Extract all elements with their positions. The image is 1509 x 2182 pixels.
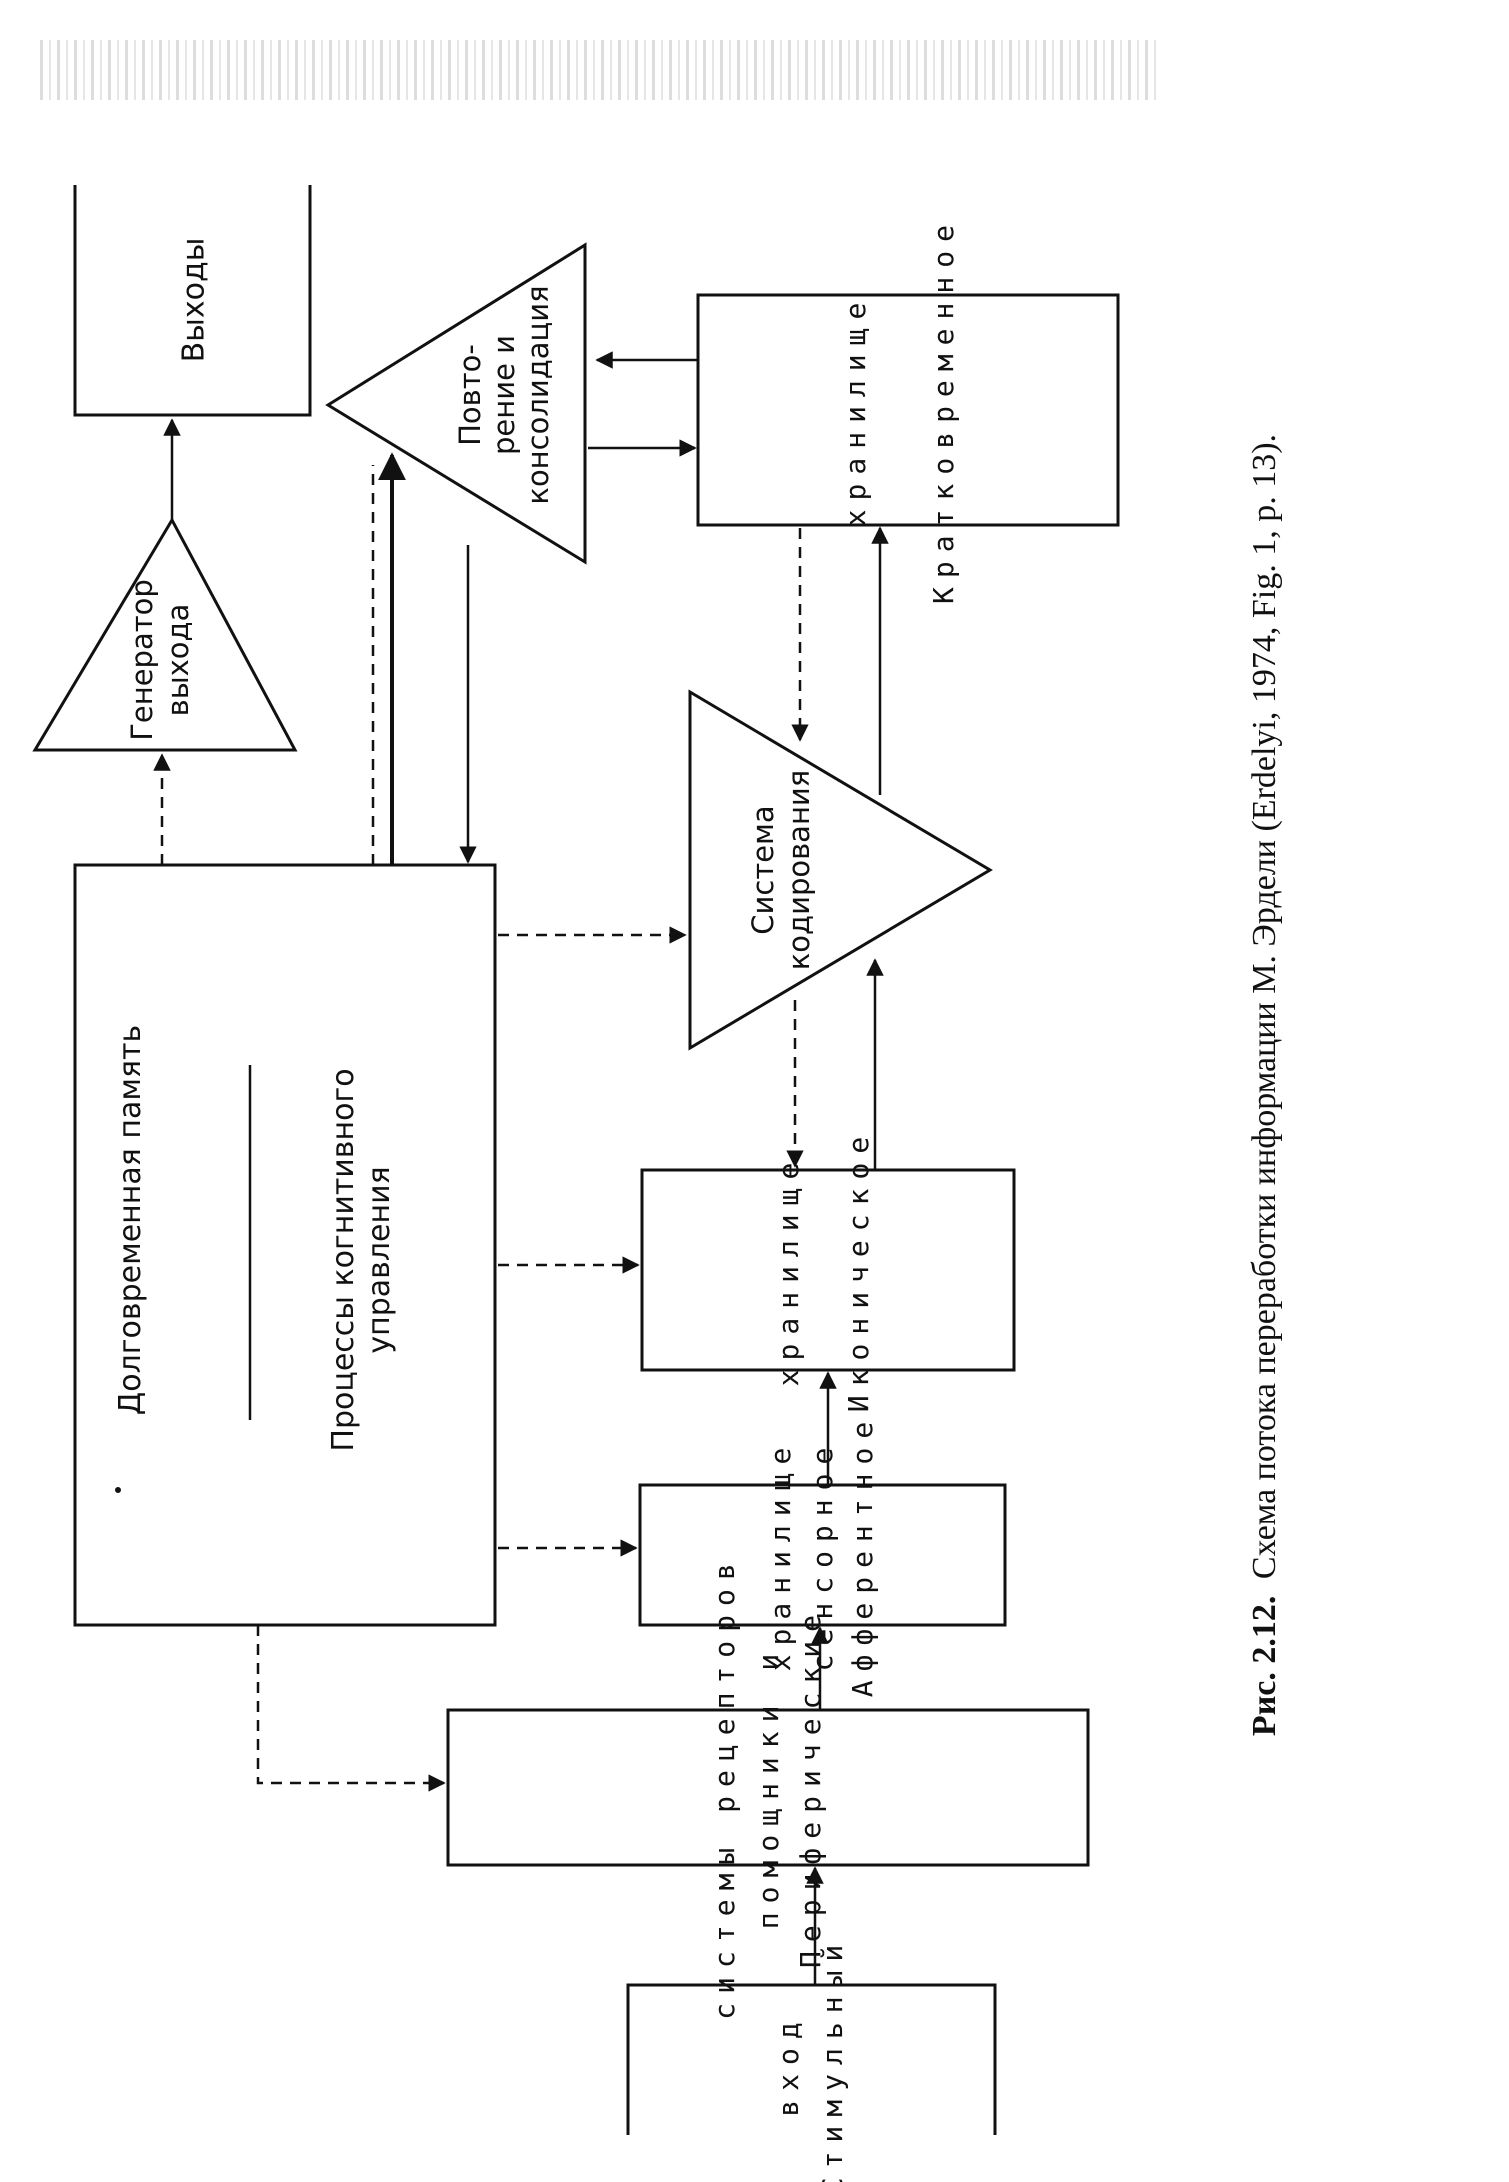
peripheral-systems-box: системы рецепторов помощники и Периферич… <box>446 1554 1090 2020</box>
encoding-label-1: Система <box>746 805 780 934</box>
outputs-label: Выходы <box>177 238 212 363</box>
peripheral-label-2: помощники и <box>752 1645 785 1929</box>
stimulus-input-box: вход Стимульный <box>626 1936 997 2182</box>
stimuli-label-1: вход <box>772 2013 805 2116</box>
rehearsal-label-3: консолидация <box>521 285 555 504</box>
rehearsal-label-1: Повто- <box>453 344 487 446</box>
output-generator-label-2: выхода <box>161 604 195 717</box>
short-term-label-1: хранилище <box>839 294 872 527</box>
output-generator-triangle: Генератор выхода <box>32 516 298 752</box>
figure-caption: Рис. 2.12. Схема потока переработки инфо… <box>1246 434 1283 1736</box>
svg-text:Рис. 2.12. Схема потока: Рис. 2.12. Схема потока переработки инфо… <box>1246 434 1283 1736</box>
encoding-label-2: кодирования <box>782 770 816 970</box>
scan-dot <box>115 1487 121 1493</box>
iconic-store-box: хранилище Иконическое <box>640 1128 1016 1412</box>
caption-bold: Рис. 2.12. <box>1246 1596 1283 1736</box>
cognitive-control-label-2: управления <box>362 1166 397 1353</box>
short-term-store-box: хранилище Кратковременное <box>696 216 1120 604</box>
short-term-label-2: Кратковременное <box>927 216 960 604</box>
long-term-memory-box: Долговременная память Процессы когнитивн… <box>73 863 497 1627</box>
scan-header-noise <box>40 40 1160 100</box>
long-term-memory-label: Долговременная память <box>113 1025 148 1415</box>
sensory-label-3: Афферентное <box>846 1413 879 1697</box>
rehearsal-triangle: Повто- рение и консолидация <box>325 242 587 565</box>
sensory-label-1: хранилище <box>764 1439 797 1672</box>
output-generator-label-1: Генератор <box>125 579 159 741</box>
iconic-label-1: хранилище <box>772 1154 805 1387</box>
sensory-store-box: хранилище сенсорное Афферентное <box>638 1413 1007 1697</box>
caption-text: Схема потока переработки информации М. Э… <box>1246 434 1283 1579</box>
dashed-arrow-long-term-to-peripheral <box>256 1625 446 1792</box>
iconic-label-2: Иконическое <box>842 1128 875 1412</box>
rehearsal-label-2: рение и <box>487 335 521 455</box>
outputs-box: Выходы <box>73 185 312 417</box>
cognitive-control-label-1: Процессы когнитивного <box>326 1068 361 1451</box>
stimuli-label-2: Стимульный <box>816 1936 849 2182</box>
encoding-system-triangle: Система кодирования <box>688 689 993 1051</box>
peripheral-label-1: системы рецепторов <box>708 1554 741 2019</box>
peripheral-label-3: Периферические <box>794 1606 827 1968</box>
